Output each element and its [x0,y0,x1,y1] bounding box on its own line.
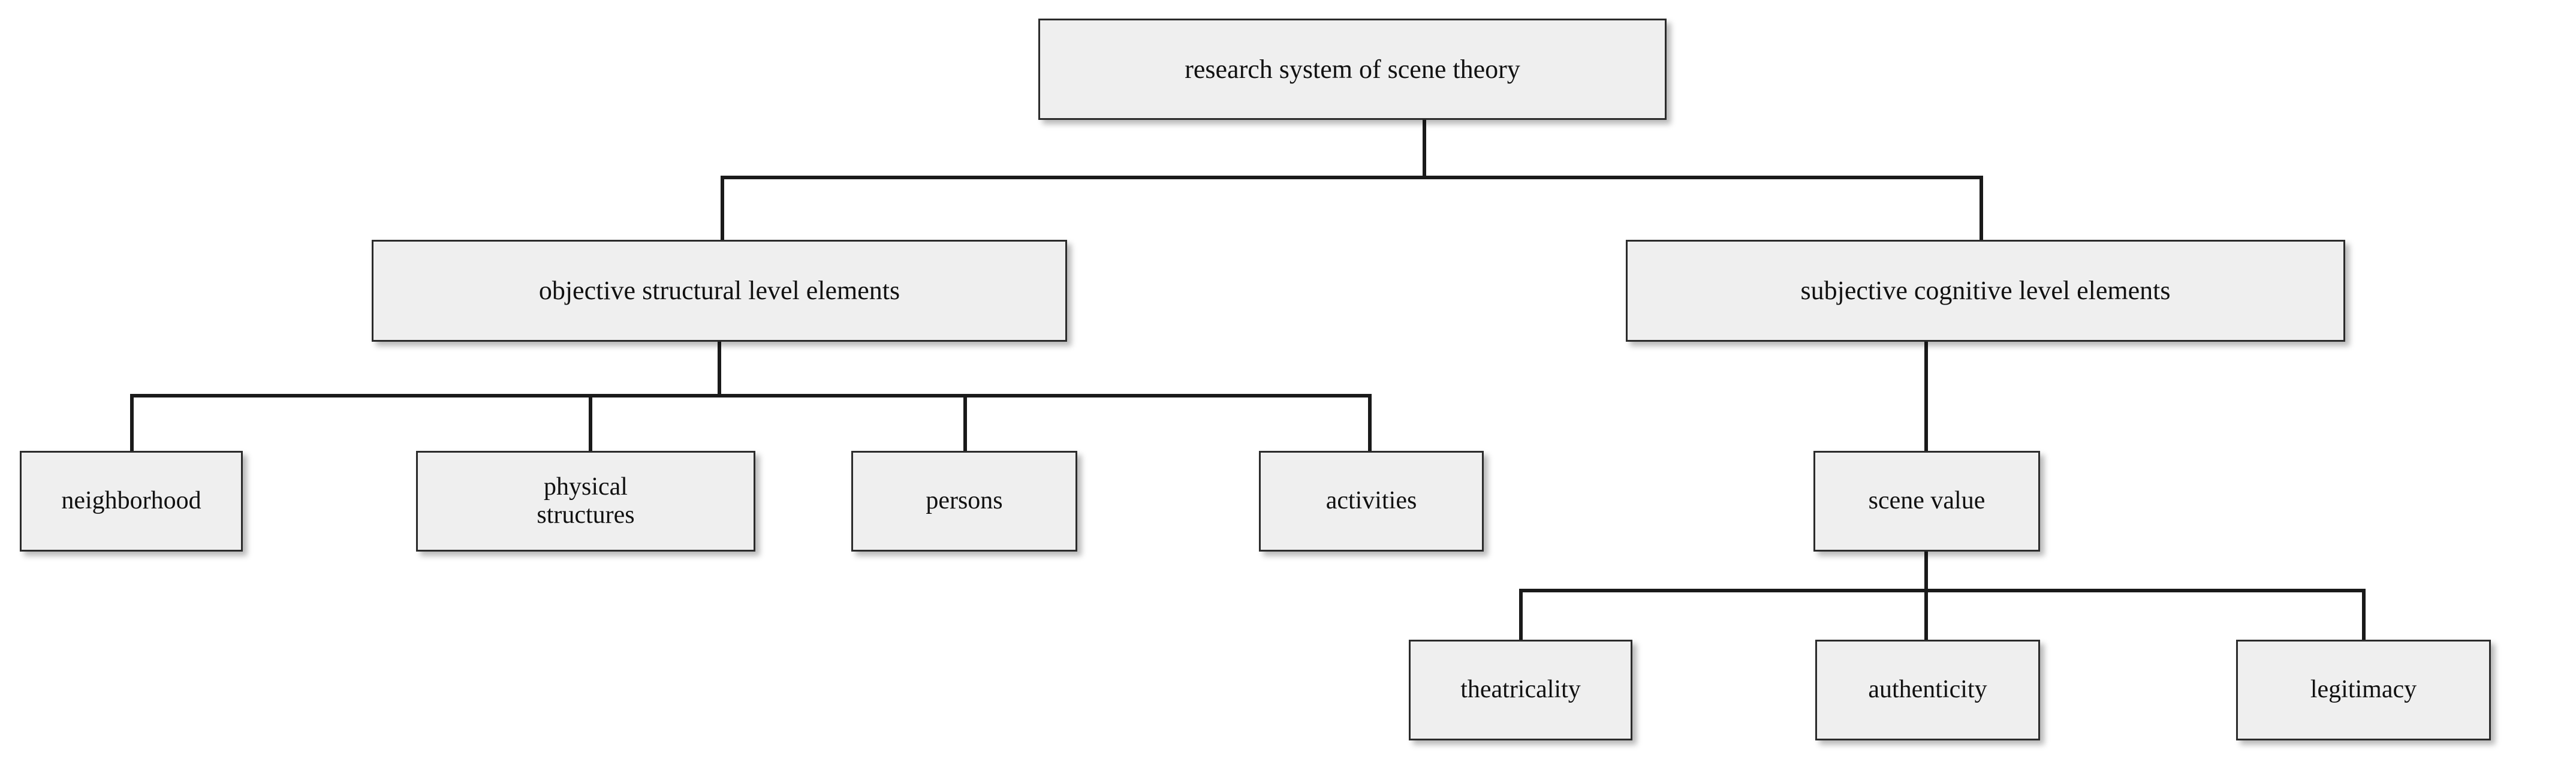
node-persons[interactable]: persons [851,451,1077,552]
node-label: theatricality [1460,676,1581,704]
node-scene-value[interactable]: scene value [1813,451,2040,552]
node-label: neighborhood [61,487,201,515]
node-label: research system of scene theory [1185,54,1520,84]
node-activities[interactable]: activities [1259,451,1484,552]
node-label: legitimacy [2310,676,2417,704]
node-label: physical structures [537,472,635,529]
node-theatricality[interactable]: theatricality [1409,640,1632,740]
node-label: persons [926,487,1003,515]
node-label: authenticity [1868,676,1987,704]
node-label: subjective cognitive level elements [1800,276,2171,306]
node-authenticity[interactable]: authenticity [1815,640,2040,740]
node-legitimacy[interactable]: legitimacy [2236,640,2491,740]
node-research-system-of-scene-theory[interactable]: research system of scene theory [1038,19,1667,120]
node-label: objective structural level elements [538,276,900,306]
node-neighborhood[interactable]: neighborhood [20,451,243,552]
node-label: scene value [1868,487,1986,515]
node-label: activities [1325,487,1417,515]
node-subjective-cognitive-level-elements[interactable]: subjective cognitive level elements [1626,240,2345,342]
node-objective-structural-level-elements[interactable]: objective structural level elements [372,240,1067,342]
node-physical-structures[interactable]: physical structures [416,451,755,552]
